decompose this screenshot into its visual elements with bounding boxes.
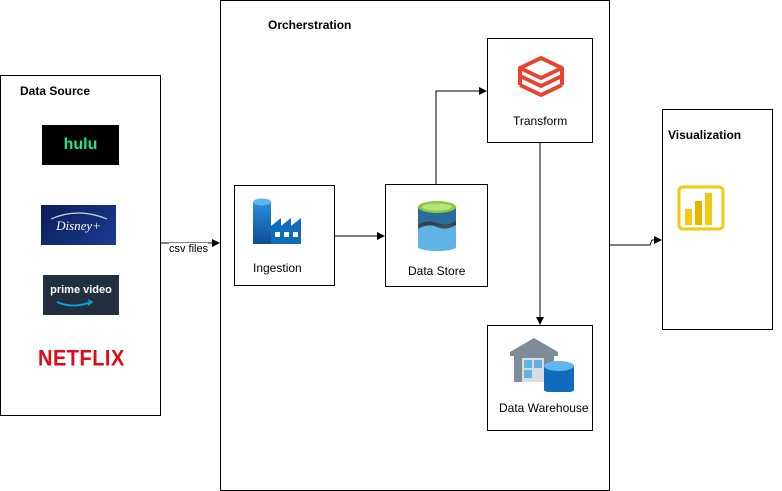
edge-orchestration-to-visualization [610, 236, 662, 246]
hulu-logo-text: hulu [63, 136, 98, 153]
transform-label: Transform [513, 114, 568, 128]
data-factory-icon [253, 198, 301, 244]
data-warehouse-icon [510, 338, 574, 392]
visualization-title: Visualization [668, 128, 742, 142]
data-warehouse-label: Data Warehouse [499, 401, 589, 415]
orchestration-title: Orcherstration [268, 18, 352, 32]
ingestion-node[interactable]: Ingestion [234, 185, 335, 286]
databricks-icon [518, 56, 564, 97]
csv-files-label: csv files [169, 243, 209, 255]
transform-node[interactable]: Transform [487, 38, 593, 143]
netflix-logo: NETFLIX [38, 346, 125, 372]
data-store-node[interactable]: Data Store [385, 184, 488, 287]
visualization-panel: Visualization [662, 109, 773, 330]
data-warehouse-node[interactable]: Data Warehouse [487, 325, 593, 431]
disney-plus-logo: Disney+ [41, 205, 116, 245]
data-source-panel: Data Source hulu Disney+ prime video NET… [0, 75, 161, 416]
prime-video-logo-text: prime video [50, 284, 112, 296]
power-bi-icon [677, 185, 725, 231]
data-source-title: Data Source [20, 84, 91, 98]
ingestion-label: Ingestion [253, 261, 302, 275]
storage-cylinder-icon [418, 201, 456, 251]
hulu-logo: hulu [42, 125, 119, 165]
disney-plus-logo-text: Disney+ [56, 218, 101, 233]
prime-video-logo: prime video [43, 275, 119, 315]
data-store-label: Data Store [408, 264, 466, 278]
